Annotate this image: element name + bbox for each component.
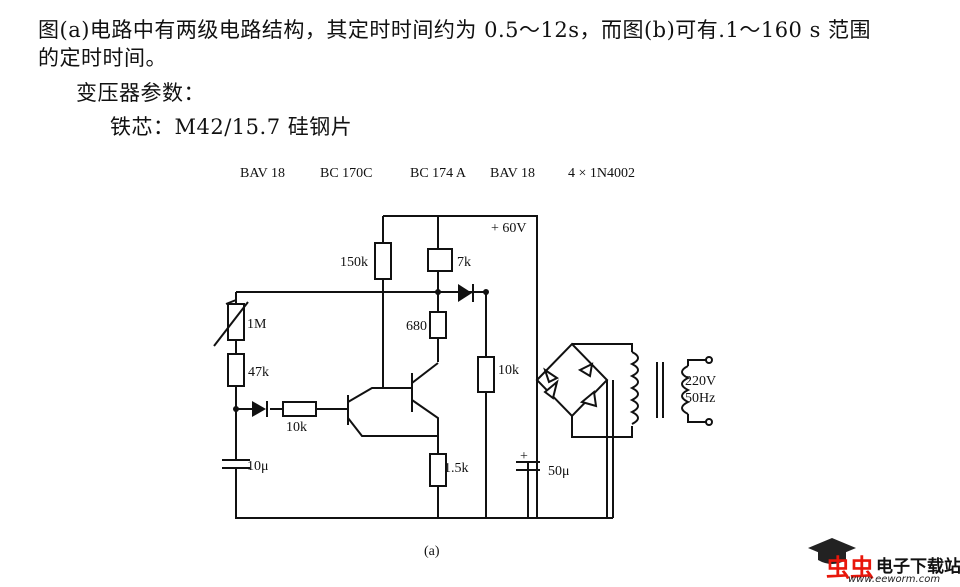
label-10k-right: 10k: [498, 363, 519, 378]
paragraph-line-2: 的定时时间。: [38, 46, 167, 70]
mains-terminal: [705, 356, 713, 364]
watermark-site-name: 电子下载站: [876, 557, 960, 577]
label-1m: 1M: [247, 317, 267, 332]
transformer: [629, 351, 713, 426]
part-label-1n4002: 4 × 1N4002: [568, 166, 636, 181]
label-50hz: 50Hz: [685, 391, 715, 406]
resistor-47k: [227, 353, 245, 387]
junction-dot: [483, 289, 489, 295]
label-7k: 7k: [457, 255, 471, 270]
watermark-cap-icon: [808, 538, 856, 564]
watermark-url: www.eeworm.com: [848, 574, 941, 585]
watermark-logo-chars: 虫虫: [826, 554, 874, 582]
resistor-1-5k: [429, 453, 447, 487]
part-label-bc174a: BC 174 A: [410, 166, 467, 181]
bridge-diodes: [543, 362, 598, 408]
paragraph-line-1: 图(a)电路中有两级电路结构，其定时时间约为 0.5～12s，而图(b)可有.1…: [38, 18, 872, 42]
core-spec: 铁芯：M42/15.7 硅钢片: [110, 115, 353, 139]
label-supply: + 60V: [491, 221, 527, 236]
figure-caption: (a): [424, 544, 440, 559]
part-label-bc170c: BC 170C: [320, 166, 373, 181]
label-150k: 150k: [340, 255, 368, 270]
label-220v: 220V: [685, 374, 716, 389]
capacitor-50u: [516, 461, 540, 471]
label-1-5k: 1.5k: [444, 461, 469, 476]
diode-bav18-base: [252, 401, 268, 417]
label-10u: 10μ: [247, 459, 269, 474]
resistor-10k-base: [282, 401, 317, 417]
diode-bav18-top: [458, 284, 474, 302]
mains-terminal: [705, 418, 713, 426]
resistor-10k-right: [477, 356, 495, 393]
label-47k: 47k: [248, 365, 269, 380]
label-10k-base: 10k: [286, 420, 307, 435]
part-label-bav18-b: BAV 18: [490, 166, 536, 181]
resistor-680: [429, 311, 447, 339]
junction-dot: [233, 406, 239, 412]
label-680: 680: [406, 319, 427, 334]
junction-dot: [435, 289, 441, 295]
relay-coil-7k: [427, 248, 453, 272]
resistor-150k: [374, 242, 392, 280]
transformer-params-heading: 变压器参数：: [76, 81, 205, 105]
label-50u-plus: +: [520, 449, 528, 464]
wiring: [225, 215, 633, 519]
capacitor-10u: [222, 459, 250, 469]
part-label-bav18-a: BAV 18: [240, 166, 286, 181]
label-50u: 50μ: [548, 464, 570, 479]
potentiometer-arrow: [213, 301, 249, 347]
